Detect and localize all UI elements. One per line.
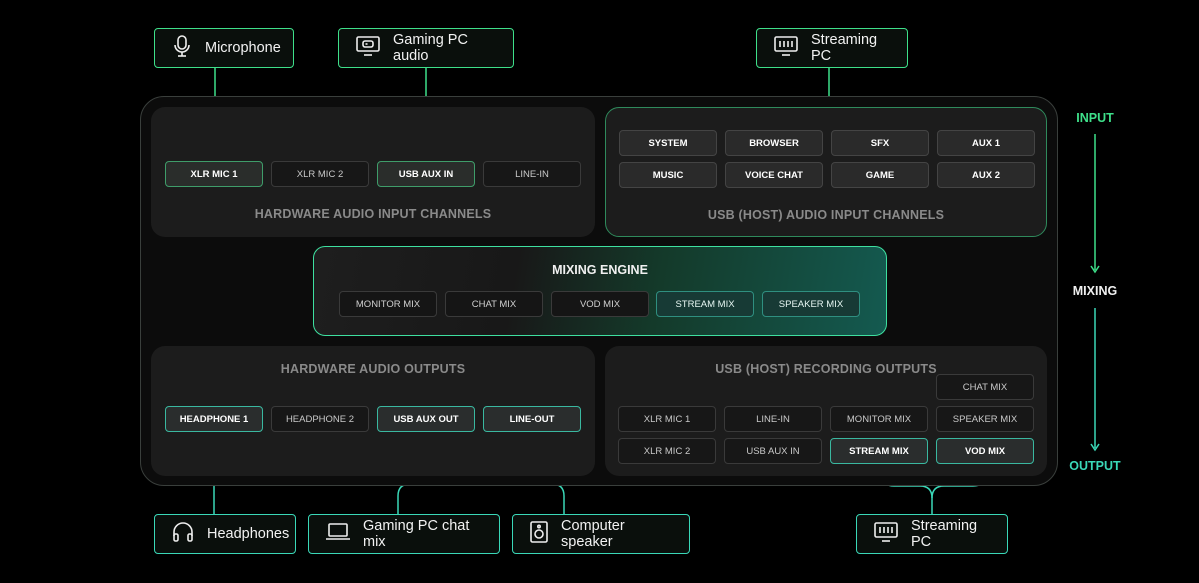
headphones-icon — [171, 520, 195, 548]
usb-out-vod-mix: VOD MIX — [936, 438, 1034, 464]
hw-out-line-out: LINE-OUT — [483, 406, 581, 432]
microphone-icon — [171, 34, 193, 62]
usb-output-panel: USB (HOST) RECORDING OUTPUTS CHAT MIX XL… — [605, 346, 1047, 476]
usb-input-panel: SYSTEM BROWSER SFX AUX 1 MUSIC VOICE CHA… — [605, 107, 1047, 237]
usb-in-voice-chat: VOICE CHAT — [725, 162, 823, 188]
mix-speaker: SPEAKER MIX — [762, 291, 860, 317]
legend-output: OUTPUT — [1069, 459, 1121, 473]
hw-in-xlr-mic-1: XLR MIC 1 — [165, 161, 263, 187]
usb-in-sfx: SFX — [831, 130, 929, 156]
hardware-output-title: HARDWARE AUDIO OUTPUTS — [280, 362, 466, 376]
speaker-icon — [529, 520, 549, 548]
legend-input: INPUT — [1076, 111, 1114, 125]
hw-in-line-in: LINE-IN — [483, 161, 581, 187]
usb-in-aux-2: AUX 2 — [937, 162, 1035, 188]
mix-stream: STREAM MIX — [656, 291, 754, 317]
streaming-pc-output-label: Streaming PC — [911, 518, 978, 550]
streaming-pc-input-label: Streaming PC — [811, 32, 878, 64]
hardware-output-panel: HARDWARE AUDIO OUTPUTS HEADPHONE 1 HEADP… — [151, 346, 595, 476]
computer-speaker-device: Computer speaker — [512, 514, 690, 554]
usb-out-xlr-mic-1: XLR MIC 1 — [618, 406, 716, 432]
gaming-pc-audio-device: Gaming PC audio — [338, 28, 514, 68]
hw-in-xlr-mic-2: XLR MIC 2 — [271, 161, 369, 187]
hw-out-headphone-2: HEADPHONE 2 — [271, 406, 369, 432]
mix-chat: CHAT MIX — [445, 291, 543, 317]
legend-mixing: MIXING — [1072, 284, 1118, 298]
mix-monitor: MONITOR MIX — [339, 291, 437, 317]
gamepad-monitor-icon — [355, 35, 381, 61]
usb-in-game: GAME — [831, 162, 929, 188]
usb-out-line-in: LINE-IN — [724, 406, 822, 432]
headphones-device: Headphones — [154, 514, 296, 554]
usb-out-usb-aux-in: USB AUX IN — [724, 438, 822, 464]
usb-out-speaker-mix: SPEAKER MIX — [936, 406, 1034, 432]
mix-vod: VOD MIX — [551, 291, 649, 317]
keyboard-monitor-icon — [873, 521, 899, 547]
hw-out-headphone-1: HEADPHONE 1 — [165, 406, 263, 432]
hardware-input-title: HARDWARE AUDIO INPUT CHANNELS — [254, 207, 492, 221]
hw-in-usb-aux-in: USB AUX IN — [377, 161, 475, 187]
mixing-engine: MIXING ENGINE MONITOR MIX CHAT MIX VOD M… — [313, 246, 887, 336]
microphone-label: Microphone — [205, 40, 281, 56]
usb-out-stream-mix: STREAM MIX — [830, 438, 928, 464]
computer-speaker-label: Computer speaker — [561, 518, 625, 550]
streaming-pc-input-device: Streaming PC — [756, 28, 908, 68]
usb-in-music: MUSIC — [619, 162, 717, 188]
usb-out-monitor-mix: MONITOR MIX — [830, 406, 928, 432]
usb-input-title: USB (HOST) AUDIO INPUT CHANNELS — [707, 208, 945, 222]
laptop-icon — [325, 521, 351, 547]
keyboard-monitor-icon — [773, 35, 799, 61]
gaming-pc-chat-mix-label: Gaming PC chat mix — [363, 518, 470, 550]
mixing-engine-title: MIXING ENGINE — [552, 263, 648, 277]
gaming-pc-chat-mix-device: Gaming PC chat mix — [308, 514, 500, 554]
usb-out-chat-mix: CHAT MIX — [936, 374, 1034, 400]
headphones-label: Headphones — [207, 526, 290, 542]
streaming-pc-output-device: Streaming PC — [856, 514, 1008, 554]
usb-out-xlr-mic-2: XLR MIC 2 — [618, 438, 716, 464]
usb-output-title: USB (HOST) RECORDING OUTPUTS — [715, 362, 937, 376]
hw-out-usb-aux-out: USB AUX OUT — [377, 406, 475, 432]
usb-in-system: SYSTEM — [619, 130, 717, 156]
usb-in-aux-1: AUX 1 — [937, 130, 1035, 156]
gaming-pc-audio-label: Gaming PC audio — [393, 32, 468, 64]
microphone-device: Microphone — [154, 28, 294, 68]
hardware-input-panel: XLR MIC 1 XLR MIC 2 USB AUX IN LINE-IN H… — [151, 107, 595, 237]
usb-in-browser: BROWSER — [725, 130, 823, 156]
